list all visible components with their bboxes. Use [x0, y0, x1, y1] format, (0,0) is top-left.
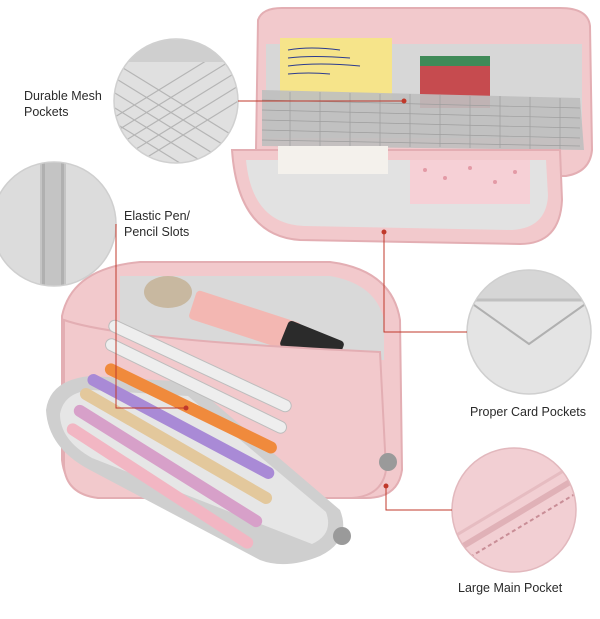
- callout-elastic-zoom: [0, 161, 117, 287]
- zipper-pull: [333, 527, 351, 545]
- callout-label-card: Proper Card Pockets: [470, 404, 598, 420]
- bottom-pencil-case: [46, 261, 404, 565]
- callout-card-line1: Proper Card Pockets: [470, 405, 587, 419]
- top-pencil-case: [230, 7, 594, 246]
- callout-label-elastic: Elastic Pen/ Pencil Slots: [124, 208, 214, 240]
- callout-label-mesh: Durable Mesh Pockets: [24, 88, 114, 120]
- callout-elastic-line1: Elastic Pen/: [124, 209, 191, 223]
- callout-main-zoom: [451, 447, 577, 573]
- callout-mesh-line2: Pockets: [24, 105, 69, 119]
- callout-label-main: Large Main Pocket: [458, 580, 598, 596]
- callout-elastic-line2: Pencil Slots: [124, 225, 190, 239]
- mesh-pocket: [262, 90, 584, 150]
- zipper-pull: [379, 453, 397, 471]
- highlighter: [189, 290, 301, 352]
- leader-lines: [115, 98, 467, 511]
- callout-mesh-zoom: [113, 38, 239, 164]
- callout-card-zoom: [466, 269, 592, 395]
- callout-mesh-line1: Durable Mesh: [24, 89, 102, 103]
- pens: [66, 319, 292, 549]
- sticky-note: [280, 38, 392, 100]
- callout-main-line1: Large Main Pocket: [458, 581, 563, 595]
